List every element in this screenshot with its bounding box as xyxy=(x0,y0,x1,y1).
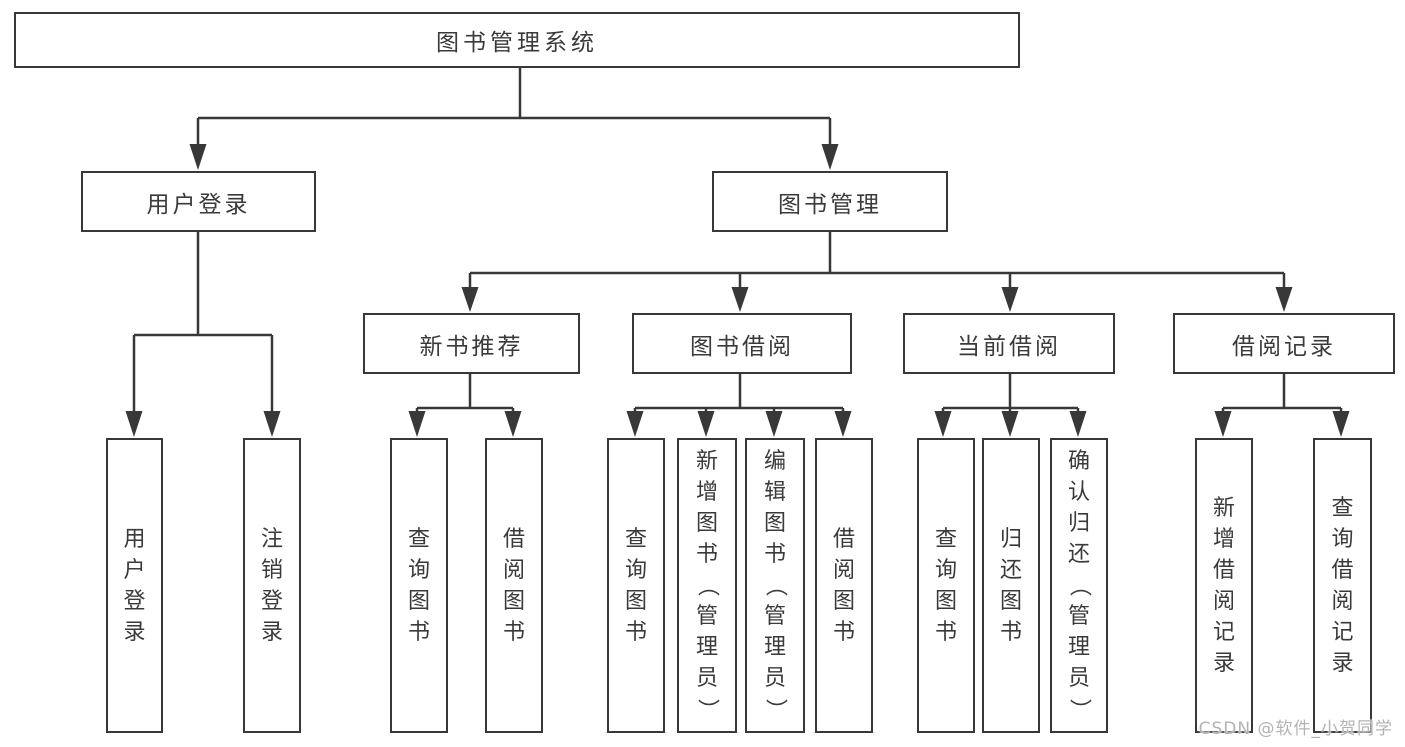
node-user-login: 用户登录 xyxy=(81,171,316,232)
leaf-query-books-borrowing: 查询图书 xyxy=(607,438,665,733)
leaf-query-borrow-record: 查询借阅记录 xyxy=(1313,438,1372,733)
leaf-add-borrow-record: 新增借阅记录 xyxy=(1195,438,1253,733)
vertical-label: 借阅图书 xyxy=(832,526,855,645)
vertical-label: 归还图书 xyxy=(999,526,1022,645)
vertical-label: 借阅图书 xyxy=(502,526,525,645)
leaf-edit-books-admin: 编辑图书（管理员） xyxy=(745,438,805,733)
vertical-label: 确认归还（管理员） xyxy=(1066,449,1092,721)
vertical-label: 查询图书 xyxy=(934,526,957,645)
leaf-user-login: 用户登录 xyxy=(106,438,163,733)
vertical-label: 查询图书 xyxy=(407,526,430,645)
vertical-label: 新增借阅记录 xyxy=(1212,495,1235,676)
node-root: 图书管理系统 xyxy=(14,12,1020,68)
node-book-borrowing: 图书借阅 xyxy=(632,313,852,374)
node-current-borrowing: 当前借阅 xyxy=(903,313,1115,374)
vertical-label: 新增图书（管理员） xyxy=(694,449,720,721)
vertical-label: 查询借阅记录 xyxy=(1331,495,1354,676)
leaf-logout-login: 注销登录 xyxy=(243,438,301,733)
csdn-watermark: CSDN @软件_小贺同学 xyxy=(1198,719,1393,739)
vertical-label: 注销登录 xyxy=(260,526,283,645)
node-new-book-recommendation: 新书推荐 xyxy=(363,313,580,374)
node-book-management: 图书管理 xyxy=(712,171,948,232)
leaf-borrow-books-borrowing: 借阅图书 xyxy=(815,438,873,733)
leaf-return-books: 归还图书 xyxy=(982,438,1040,733)
node-borrowing-records: 借阅记录 xyxy=(1173,313,1395,374)
leaf-borrow-books-recommend: 借阅图书 xyxy=(485,438,543,733)
leaf-confirm-return-admin: 确认归还（管理员） xyxy=(1050,438,1108,733)
leaf-query-books-current: 查询图书 xyxy=(917,438,975,733)
vertical-label: 查询图书 xyxy=(624,526,647,645)
vertical-label: 用户登录 xyxy=(123,526,146,645)
arrowhead-icons xyxy=(125,144,1350,437)
leaf-query-books-recommend: 查询图书 xyxy=(390,438,448,733)
tree-connector-lines xyxy=(132,68,1343,413)
leaf-add-books-admin: 新增图书（管理员） xyxy=(677,438,737,733)
vertical-label: 编辑图书（管理员） xyxy=(762,449,788,721)
